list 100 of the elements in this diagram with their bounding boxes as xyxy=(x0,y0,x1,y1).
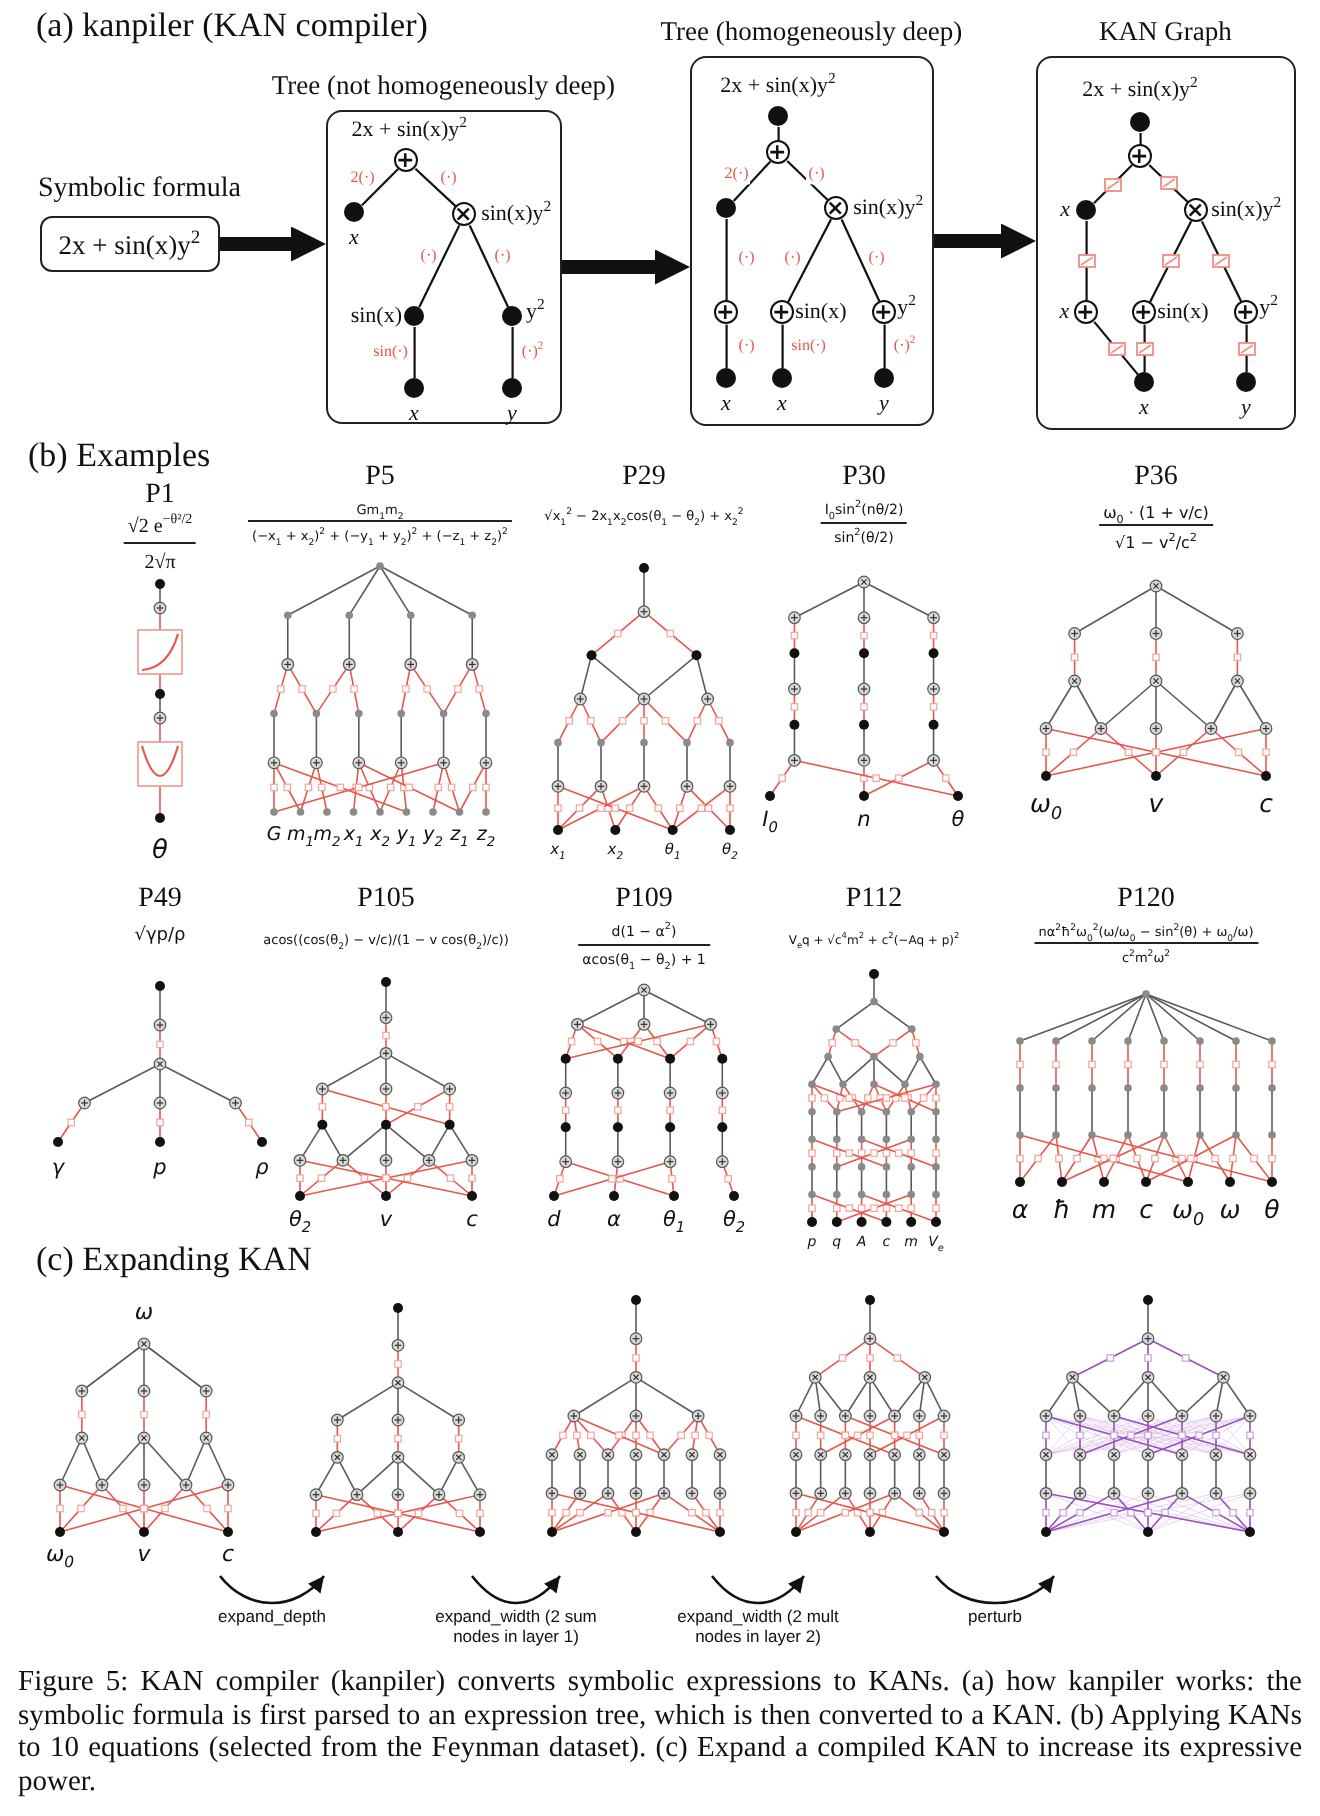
node-label: sin(x) xyxy=(1157,299,1209,324)
node-label: x xyxy=(1139,395,1149,420)
operator-symbol: + xyxy=(1235,300,1255,323)
variable-label: m$_{2}$ xyxy=(313,824,341,846)
fraction-numerator: ω$_{0}$ · (1 + v/c) xyxy=(1099,500,1213,527)
variable-label: α xyxy=(607,1208,621,1232)
edge-label: expand_depth xyxy=(216,1606,328,1627)
variable-label: v xyxy=(379,1208,393,1232)
node-label: y xyxy=(507,401,517,426)
variable-label: ω$_{0}$ xyxy=(1029,788,1063,818)
variable-label: ħ xyxy=(1053,1194,1071,1224)
node-label: x xyxy=(777,391,787,416)
example-title: P1 xyxy=(145,480,175,512)
example-title: P120 xyxy=(1117,884,1175,916)
formula: √γp/ρ xyxy=(134,924,186,950)
node-label: sin(x)y$^{2}$ xyxy=(1211,197,1282,222)
example-title: P30 xyxy=(842,462,886,494)
variable-label: θ xyxy=(1264,1194,1280,1224)
example-title: P112 xyxy=(845,884,903,916)
formula-text: 2x + sin(x)y$^{2}$ xyxy=(58,229,201,262)
edge-label: sin(·) xyxy=(789,337,828,357)
edge-label: (·) xyxy=(806,165,827,185)
fraction-numerator: √2 e$^{−θ²/2}$ xyxy=(123,512,197,544)
operator-symbol: × xyxy=(453,202,473,225)
operator-symbol: × xyxy=(1185,198,1205,221)
operator-symbol: + xyxy=(1133,300,1153,323)
variable-label: ρ xyxy=(255,1156,269,1180)
example-title: P36 xyxy=(1134,462,1178,494)
variable-label: m$_{1}$ xyxy=(287,824,314,846)
variable-label: d xyxy=(547,1208,561,1232)
variable-label: x$_{2}$ xyxy=(370,824,390,846)
node-label: y xyxy=(879,391,889,416)
edge-label: sin(·) xyxy=(371,343,410,363)
node-label: y$^{2}$ xyxy=(525,299,545,324)
example-title: P49 xyxy=(138,884,182,916)
node-label: sin(x)y$^{2}$ xyxy=(481,201,552,226)
edge-label: (·) xyxy=(736,337,757,357)
node-label: sin(x) xyxy=(795,299,847,324)
variable-label: c xyxy=(1259,788,1273,818)
node-label: 2x + sin(x)y$^{2}$ xyxy=(1082,78,1198,102)
node-label: y$^{2}$ xyxy=(897,295,916,320)
example-title: P105 xyxy=(357,884,415,916)
edge-label: (·) xyxy=(866,249,887,269)
example-title: P109 xyxy=(615,884,673,916)
fraction-denominator: √1 − v$^{2}$/c$^{2}$ xyxy=(1113,530,1199,555)
variable-label: ω xyxy=(1219,1194,1241,1224)
variable-label: c xyxy=(466,1208,478,1232)
node-label: 2x + sin(x)y$^{2}$ xyxy=(720,74,836,98)
panel-heading: Tree (not homogeneously deep) xyxy=(271,70,615,102)
edge-label: (·)$^{2}$ xyxy=(519,343,546,363)
edge-label: 2(·) xyxy=(348,169,377,189)
variable-label: α xyxy=(1011,1194,1029,1224)
edge-label: (·)$^{2}$ xyxy=(891,337,918,357)
section-heading: (c) Expanding KAN xyxy=(36,1240,312,1280)
node-label: x xyxy=(1060,197,1070,222)
variable-label: m xyxy=(1091,1194,1117,1224)
variable-label: θ$_{1}$ xyxy=(662,1208,686,1232)
edge-label: (·) xyxy=(438,169,459,189)
panel-heading: Tree (homogeneously deep) xyxy=(660,16,963,48)
panel-heading: Symbolic formula xyxy=(38,174,241,206)
variable-label: ω$_{0}$ xyxy=(1171,1194,1205,1224)
node-label: x xyxy=(349,225,359,250)
node-label: x xyxy=(721,391,731,416)
node-label: 2x + sin(x)y$^{2}$ xyxy=(351,117,467,142)
variable-label: θ$_{2}$ xyxy=(288,1208,312,1232)
edge-label: (·) xyxy=(418,247,439,267)
panel-heading: KAN Graph xyxy=(1099,16,1232,48)
variable-label: I$_{0}$ xyxy=(762,808,778,832)
edge-label: perturb xyxy=(966,1606,1024,1627)
operator-symbol: + xyxy=(1129,144,1149,167)
figure-caption: Figure 5: KAN compiler (kanpiler) converts symbolic expressions to KANs. (a) how kanpiler works: the symbolic formula is first parsed to an expression tree, which is then converted to a KAN. (b) Applying KANs to 10 equations (selected from the Feynman dataset). (c) Expand a compiled KAN to increase its expressive power. xyxy=(18,1666,1302,1799)
variable-label: v xyxy=(1148,788,1164,818)
variable-label: y$_{1}$ xyxy=(396,824,417,846)
edge-label: (·) xyxy=(736,249,757,269)
variable-label: c xyxy=(1139,1194,1153,1224)
node-label: y$^{2}$ xyxy=(1259,295,1278,320)
edge-label: 2(·) xyxy=(722,165,751,185)
node-label: y xyxy=(1241,395,1251,420)
operator-symbol: + xyxy=(715,300,735,323)
variable-label: z$_{1}$ xyxy=(450,824,469,846)
node-label: x xyxy=(409,401,419,426)
edge-label: (·) xyxy=(492,247,513,267)
variable-label: θ$_{2}$ xyxy=(722,1208,746,1232)
operator-symbol: + xyxy=(395,148,415,171)
variable-label: p xyxy=(153,1156,167,1180)
node-label: x xyxy=(1059,299,1070,324)
example-title: P29 xyxy=(622,462,666,494)
edge-label: (·) xyxy=(782,249,803,269)
variable-label: θ xyxy=(152,836,168,866)
operator-symbol: × xyxy=(825,196,845,219)
fraction-denominator: 2√π xyxy=(142,550,178,578)
node-label: sin(x)y$^{2}$ xyxy=(853,195,924,220)
section-heading: (b) Examples xyxy=(28,436,211,476)
variable-label: G xyxy=(266,824,282,846)
example-title: P5 xyxy=(365,462,395,494)
operator-symbol: + xyxy=(771,300,791,323)
variable-label: x$_{1}$ xyxy=(343,824,364,846)
variable-label: n xyxy=(857,808,871,832)
variable-label: θ xyxy=(951,808,965,832)
node-label: sin(x) xyxy=(350,303,402,328)
